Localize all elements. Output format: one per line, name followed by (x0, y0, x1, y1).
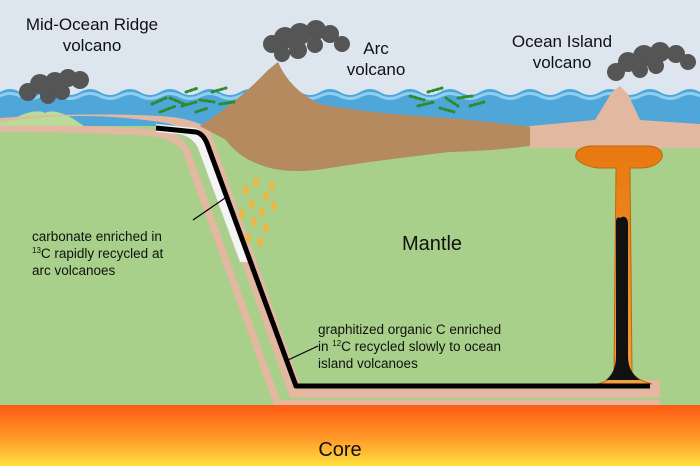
oi-label-line1: Ocean Island (512, 32, 612, 51)
graphite-pointer (287, 345, 319, 361)
core-label: Core (318, 439, 361, 461)
plume-graphite-conduit (606, 216, 640, 380)
graphite-note-line1: graphitized organic C enriched (318, 322, 501, 337)
mantle-region (0, 118, 700, 408)
ocean-island-crust (530, 86, 700, 148)
carbonate-note-line3: arc volcanoes (32, 263, 116, 278)
arc-label-line2: volcano (347, 60, 406, 79)
carbonate-note-line1: carbonate enriched in (32, 229, 162, 244)
oi-label-line2: volcano (533, 53, 592, 72)
marine-organisms-right (408, 86, 486, 114)
mantle-label: Mantle (402, 233, 462, 255)
ocean (0, 89, 700, 126)
graphite-note-line3: island volcanoes (318, 356, 418, 371)
marine-organisms-left (150, 86, 236, 114)
mor-smoke (19, 69, 89, 104)
graphite-note-line2: in 12C recycled slowly to ocean (318, 339, 501, 354)
mor-label-line2: volcano (63, 36, 122, 55)
carbonate-pointer (192, 195, 229, 221)
ocean-island-smoke (607, 42, 696, 81)
carbonate-note-line2: 13C rapidly recycled at (32, 246, 163, 261)
sky (0, 0, 700, 95)
arc-crust (200, 62, 560, 171)
arc-smoke (263, 20, 350, 62)
carbonate-layer (155, 123, 251, 263)
arc-label-line1: Arc (363, 39, 389, 58)
slab-graphite-line (155, 125, 650, 389)
arc-fluid-droplets (239, 177, 277, 247)
core-region (0, 405, 700, 466)
ocean-surface-highlight (0, 92, 700, 100)
mor-label-line1: Mid-Ocean Ridge (26, 15, 158, 34)
